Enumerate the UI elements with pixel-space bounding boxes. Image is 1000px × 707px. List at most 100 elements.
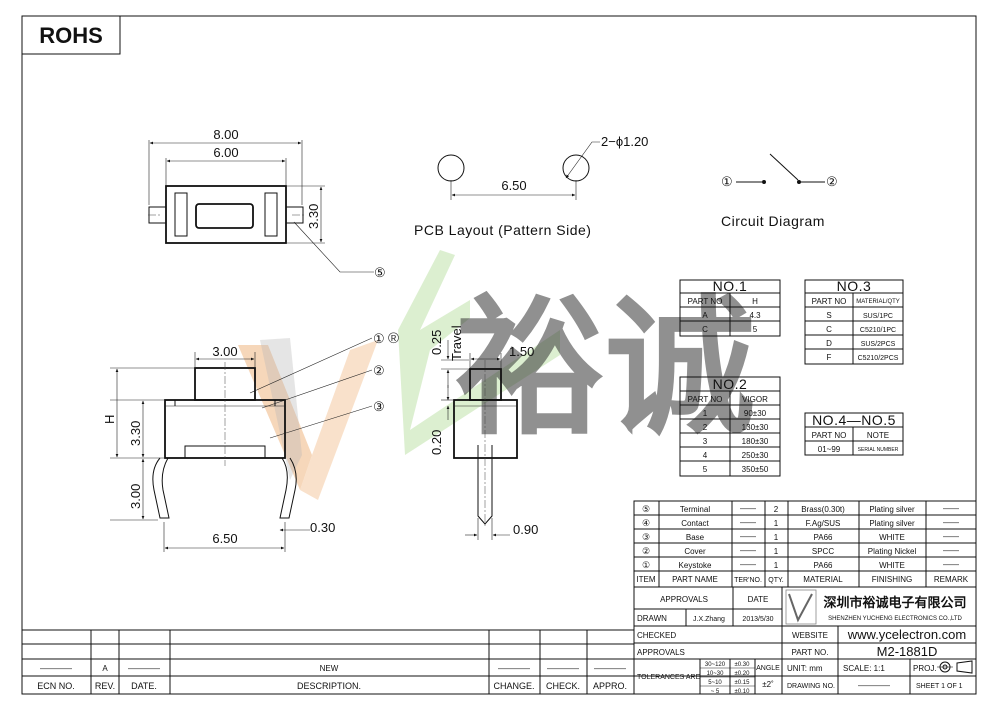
front-dim-top: 3.00 bbox=[212, 344, 237, 359]
bom-ter-no: —— bbox=[740, 532, 756, 541]
bom-part-name: Keystoke bbox=[679, 561, 712, 570]
bom-material: PA66 bbox=[814, 561, 834, 570]
rev-change: ———— bbox=[498, 664, 530, 673]
front-dim-leg: 3.00 bbox=[128, 484, 143, 509]
pcb-dim-spacing: 6.50 bbox=[501, 178, 526, 193]
bom-part-name: Cover bbox=[684, 547, 706, 556]
bom-ter-no: —— bbox=[740, 560, 756, 569]
no1-header-h: H bbox=[752, 297, 758, 306]
bom-item: ④ bbox=[642, 518, 650, 528]
tb-partno-label: PART NO. bbox=[792, 648, 829, 657]
company-name-cn: 深圳市裕诚电子有限公司 bbox=[823, 595, 966, 610]
top-view: 8.00 6.00 3.30 ⑤ bbox=[148, 127, 386, 280]
rev-header-change: CHANGE. bbox=[493, 681, 534, 691]
tb-drawn-name: J.X.Zhang bbox=[693, 616, 725, 623]
no2-row-vigor: 90±30 bbox=[744, 409, 767, 418]
front-callout-3: ③ bbox=[373, 399, 385, 414]
no2-row-part: 3 bbox=[703, 437, 708, 446]
side-dim-mid: 0.20 bbox=[429, 430, 444, 455]
tb-tol-range: 5~10 bbox=[708, 680, 722, 686]
bom-remark: —— bbox=[943, 560, 959, 569]
bom-qty: 1 bbox=[774, 547, 779, 556]
tb-angle-value: ±2˚ bbox=[762, 680, 774, 689]
title-block: APPROVALS DATE DRAWN J.X.Zhang 2013/5/30… bbox=[633, 586, 977, 695]
bom-part-name: Contact bbox=[681, 519, 709, 528]
tb-proj-label: PROJ. bbox=[913, 664, 937, 673]
no2-header-vigor: VIGOR bbox=[742, 395, 768, 404]
no1-row-a-h: 4.3 bbox=[749, 311, 761, 320]
tb-tol-range: 10~30 bbox=[707, 671, 725, 677]
rev-description: NEW bbox=[320, 664, 339, 673]
watermark-text: 裕诚 bbox=[455, 284, 755, 452]
front-dim-h: H bbox=[102, 415, 117, 424]
top-dim-height: 3.30 bbox=[306, 204, 321, 229]
tb-tolerances-label: TOLERANCES ARE bbox=[637, 674, 701, 681]
front-callout-1: ① bbox=[373, 331, 385, 346]
rev-header-appro: APPRO. bbox=[593, 681, 627, 691]
tb-tol-range: ~ 5 bbox=[711, 689, 720, 695]
circuit-diagram-label: Circuit Diagram bbox=[721, 213, 825, 229]
no2-row-part: 2 bbox=[703, 423, 708, 432]
no2-row-part: 1 bbox=[703, 409, 708, 418]
bom-material: SPCC bbox=[812, 547, 834, 556]
circuit-diagram: ① ② Circuit Diagram bbox=[721, 153, 838, 229]
bom-header-qty: QTY. bbox=[768, 577, 783, 584]
no3-row-part: F bbox=[827, 353, 832, 362]
no3-title: NO.3 bbox=[837, 278, 872, 294]
tb-website: www.ycelectron.com bbox=[847, 627, 966, 642]
tb-partno: M2-1881D bbox=[877, 644, 938, 659]
rev-date: ———— bbox=[128, 664, 160, 673]
bom-part-name: Terminal bbox=[680, 505, 710, 514]
bom-part-name: Base bbox=[686, 533, 705, 542]
bom-material: F.Ag/SUS bbox=[806, 519, 841, 528]
table-no1: NO.1 PART NO H A 4.3 C 5 bbox=[679, 278, 781, 337]
projection-symbol-icon bbox=[937, 660, 973, 674]
no2-row-part: 5 bbox=[703, 465, 708, 474]
no3-row-part: D bbox=[826, 339, 832, 348]
side-dim-top: 1.50 bbox=[509, 344, 534, 359]
no1-title: NO.1 bbox=[713, 278, 748, 294]
tb-sheet: SHEET 1 OF 1 bbox=[916, 683, 963, 690]
bom-header-item: ITEM bbox=[636, 575, 655, 584]
bom-item: ⑤ bbox=[642, 504, 650, 514]
side-dim-travel: 0.25 bbox=[429, 330, 444, 355]
revision-block: ———— A ———— NEW ———— ———— ———— ECN NO. R… bbox=[22, 629, 634, 694]
bom-header-ter-no: TER'NO. bbox=[734, 577, 762, 584]
tb-drawn-date: 2013/5/30 bbox=[742, 616, 773, 623]
no3-header-material: MATERIAL/QTY bbox=[856, 299, 900, 305]
bom-ter-no: —— bbox=[740, 518, 756, 527]
bom-header-part-name: PART NAME bbox=[672, 575, 718, 584]
bom-material: PA66 bbox=[814, 533, 834, 542]
registered-mark: ® bbox=[388, 330, 399, 347]
bom-ter-no: —— bbox=[740, 504, 756, 513]
rev-check: ———— bbox=[547, 664, 579, 673]
tb-tol-value: ±0.10 bbox=[735, 689, 751, 695]
no3-row-part: C bbox=[826, 325, 832, 334]
bom-ter-no: —— bbox=[740, 546, 756, 555]
rev-header-date: DATE. bbox=[131, 681, 157, 691]
circuit-pin-2: ② bbox=[826, 174, 838, 189]
bom-header-finishing: FINISHING bbox=[872, 575, 912, 584]
bom-item: ③ bbox=[642, 532, 650, 542]
bom-remark: —— bbox=[943, 504, 959, 513]
top-callout: ⑤ bbox=[374, 265, 386, 280]
no45-row-note: SERIAL NUMBER bbox=[858, 447, 899, 453]
pcb-layout: 6.50 2−ϕ1.20 PCB Layout (Pattern Side) bbox=[414, 134, 648, 238]
no2-title: NO.2 bbox=[713, 376, 748, 392]
no2-header-partno: PART NO bbox=[688, 395, 723, 404]
bom-remark: —— bbox=[943, 546, 959, 555]
rev-ecn: ———— bbox=[40, 664, 72, 673]
rev-appro: ———— bbox=[594, 664, 626, 673]
no3-header-partno: PART NO bbox=[812, 297, 847, 306]
no2-row-vigor: 180±30 bbox=[742, 437, 769, 446]
tb-approvals-label: APPROVALS bbox=[637, 648, 685, 657]
bom-qty: 1 bbox=[774, 533, 779, 542]
tb-scale: SCALE: 1:1 bbox=[843, 664, 885, 673]
side-view: 1.50 0.25 Travel 0.20 0.90 bbox=[429, 325, 538, 540]
bom-remark: —— bbox=[943, 532, 959, 541]
bom-finishing: Plating silver bbox=[869, 505, 915, 514]
no1-header-partno: PART NO bbox=[688, 297, 723, 306]
sheet-border bbox=[21, 15, 977, 695]
rohs-mark: ROHS bbox=[21, 15, 121, 55]
bom-header-material: MATERIAL bbox=[803, 575, 843, 584]
